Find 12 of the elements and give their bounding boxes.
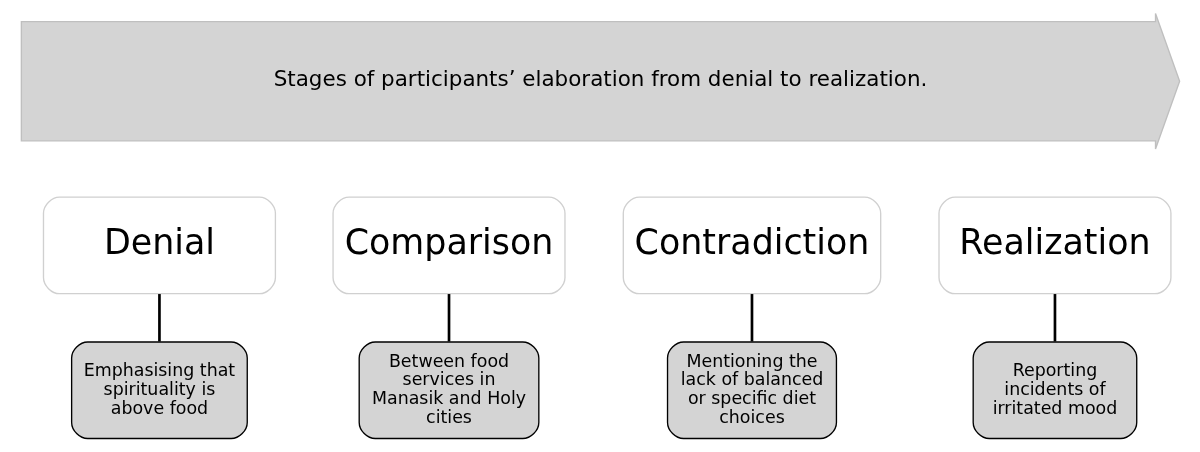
connector: [157, 294, 161, 342]
node-box: Emphasising that spirituality is above food: [70, 341, 248, 440]
node-box: Contradiction: [622, 196, 881, 295]
node-box: Between food services in Manasik and Holy cities: [358, 341, 539, 440]
node-box: Realization: [937, 196, 1172, 295]
connector: [750, 294, 753, 342]
connector: [447, 294, 450, 342]
node-box: Denial: [42, 196, 276, 295]
node-box: Comparison: [331, 196, 566, 295]
node-box: Reporting incidents of irritated mood: [972, 341, 1137, 440]
connector: [1053, 294, 1056, 342]
node-box: Mentioning the lack of balanced or specific diet choices: [666, 341, 837, 440]
